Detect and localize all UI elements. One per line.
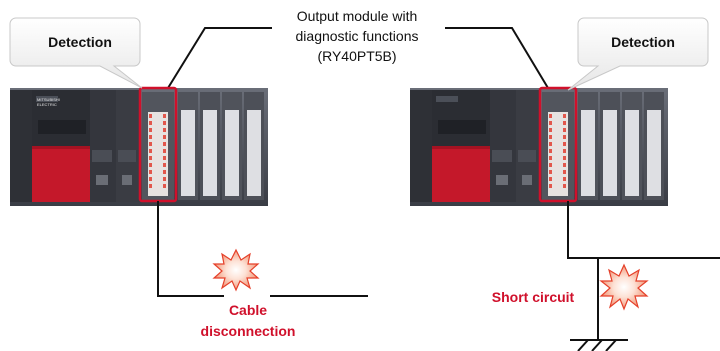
plc-right: [410, 86, 668, 206]
module-label: Output module with diagnostic functions …: [296, 8, 419, 64]
ground-symbol: [570, 339, 628, 351]
fault-label-right: Short circuit: [492, 289, 575, 305]
fault-label-left-line1: Cable: [229, 302, 267, 318]
fault-label-left-line2: disconnection: [201, 323, 296, 339]
fault-burst-right: [599, 263, 649, 311]
module-label-line1: Output module with: [297, 8, 418, 24]
leader-line-left: [167, 27, 272, 89]
callout-detection-left: Detection: [9, 17, 143, 89]
module-label-line3: (RY40PT5B): [317, 48, 396, 64]
callout-right-label: Detection: [611, 34, 675, 50]
callout-detection-right: Detection: [567, 17, 709, 91]
cable-left: [157, 201, 224, 297]
module-label-line2: diagnostic functions: [296, 28, 419, 44]
leader-line-right: [445, 27, 549, 89]
cable-right-signal: [567, 201, 720, 259]
plc-left-io-modules: [178, 92, 264, 200]
callout-left-label: Detection: [48, 34, 112, 50]
plc-right-highlight-frame: [538, 86, 578, 203]
plc-right-red-panel: [432, 146, 490, 202]
plc-left-red-panel: [32, 146, 90, 202]
plc-left: MITSUBISHI ELECTRIC: [10, 86, 268, 206]
fault-burst-left: [212, 248, 260, 292]
plc-right-io-modules: [578, 92, 664, 200]
svg-text:ELECTRIC: ELECTRIC: [37, 102, 57, 107]
svg-text:MITSUBISHI: MITSUBISHI: [37, 97, 60, 102]
